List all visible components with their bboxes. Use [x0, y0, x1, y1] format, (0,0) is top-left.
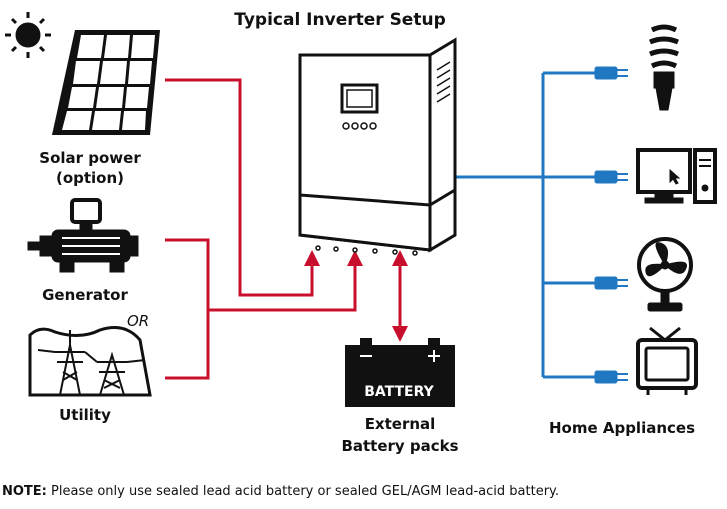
- battery-icon: [345, 338, 455, 407]
- tv-icon: [636, 326, 698, 395]
- solar-wire: [165, 78, 314, 297]
- computer-icon: [636, 148, 717, 204]
- home-appliances-label: Home Appliances: [548, 419, 696, 437]
- fan-icon: [637, 237, 693, 312]
- battery-caption-line2: Battery packs: [341, 437, 459, 455]
- diagram-title: Typical Inverter Setup: [234, 10, 446, 30]
- battery-label: BATTERY: [364, 384, 434, 400]
- plug-icon: [594, 66, 628, 80]
- generator-wire: [165, 238, 357, 312]
- wire-arrowheads: [304, 250, 408, 342]
- note-body: Please only use sealed lead acid battery…: [46, 484, 560, 499]
- battery-caption-line1: External: [364, 415, 436, 433]
- generator-icon: [27, 198, 139, 273]
- solar-arrow: [304, 250, 320, 266]
- input-wires: [165, 78, 402, 380]
- battery-down-arrow: [392, 326, 408, 342]
- utility-label: Utility: [59, 406, 111, 424]
- generator-arrow: [347, 250, 363, 266]
- solar-power-label: Solar power (option): [30, 148, 150, 188]
- plugs: [594, 66, 628, 384]
- sun-icon: [5, 12, 51, 58]
- solar-label-line2: (option): [55, 169, 125, 187]
- inverter-icon: [298, 37, 457, 256]
- or-label: OR: [127, 312, 150, 330]
- bulb-icon: [649, 24, 679, 111]
- battery-caption: External Battery packs: [330, 413, 470, 457]
- utility-tower-icon: [28, 326, 152, 397]
- output-wires: [455, 71, 595, 379]
- solar-label-line1: Solar power: [39, 149, 141, 167]
- solar-panel-icon: [52, 30, 160, 135]
- utility-wire: [165, 310, 210, 380]
- plug-icon: [594, 370, 628, 384]
- plug-icon: [594, 170, 628, 184]
- note-prefix: NOTE:: [2, 484, 47, 499]
- battery-up-arrow: [392, 250, 408, 266]
- note-text: NOTE: Please only use sealed lead acid b…: [2, 484, 559, 499]
- generator-label: Generator: [42, 286, 128, 304]
- plug-icon: [594, 276, 628, 290]
